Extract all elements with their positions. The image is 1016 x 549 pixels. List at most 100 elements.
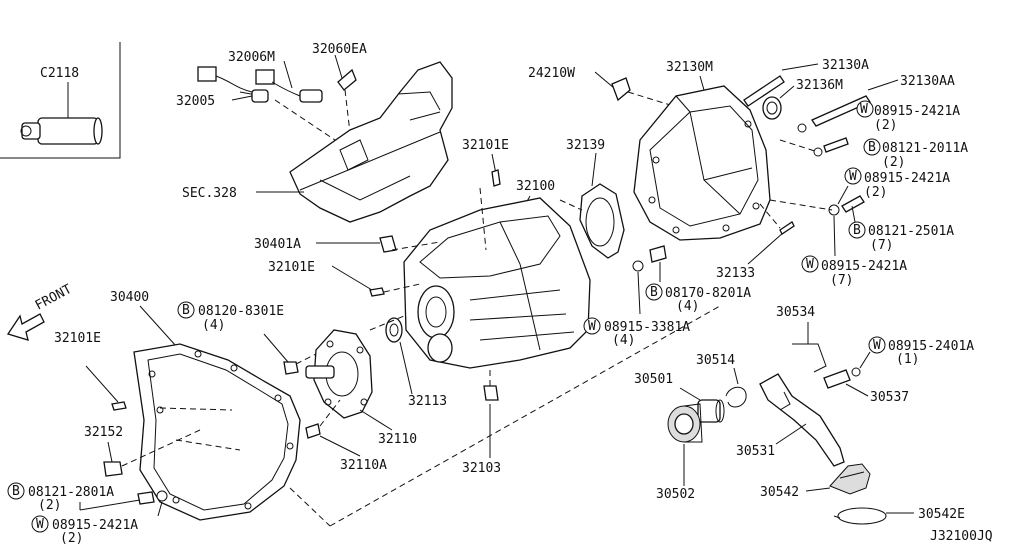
callout-b2-number: 08121-2501A <box>868 224 954 239</box>
callout-b4-number: 08120-8301E <box>198 304 284 319</box>
label-30400: 30400 <box>110 290 149 305</box>
callout-w3-symbol: W <box>806 257 814 272</box>
callout-w1-qty: (2) <box>874 118 897 133</box>
callout-b4-symbol: B <box>182 303 190 318</box>
callout-w2-qty: (2) <box>864 185 887 200</box>
label-32006m: 32006M <box>228 50 275 65</box>
switch-32006m-icon <box>197 66 323 103</box>
c2118-tool-icon <box>20 117 103 145</box>
plug-32103-icon <box>483 385 499 401</box>
callout-b2-symbol: B <box>853 223 861 238</box>
label-30531: 30531 <box>736 444 775 459</box>
transmission-case-32100 <box>403 197 591 369</box>
callout-w6-number: 08915-2421A <box>52 518 138 533</box>
label-30501: 30501 <box>634 372 673 387</box>
callout-washer-1: W 08915-2421A (2) <box>856 100 960 133</box>
callout-w5-qty: (1) <box>896 352 919 367</box>
callout-bolt-1: B 08121-2011A (2) <box>863 138 968 170</box>
callout-w3-qty: (7) <box>830 273 853 288</box>
label-30502: 30502 <box>656 487 695 502</box>
bolt-32152-icon <box>103 461 123 477</box>
bolt-08120-8301e-icon <box>283 361 299 375</box>
callout-w3-number: 08915-2421A <box>821 259 907 274</box>
label-32005: 32005 <box>176 94 215 109</box>
label-30401a: 30401A <box>254 237 301 252</box>
label-32101e-a: 32101E <box>462 138 509 153</box>
release-lever-30531 <box>759 373 845 467</box>
label-30542: 30542 <box>760 485 799 500</box>
callout-b4-qty: (4) <box>202 318 225 333</box>
callout-w2-symbol: W <box>849 169 857 184</box>
callout-w4-number: 08915-3381A <box>604 320 690 335</box>
gasket-32139-icon <box>579 183 625 259</box>
callout-b3-number: 08170-8201A <box>665 286 751 301</box>
callout-bolt-2: B 08121-2501A (7) <box>848 221 954 253</box>
label-32110: 32110 <box>378 432 417 447</box>
label-32133: 32133 <box>716 266 755 281</box>
inset-panel: C2118 <box>0 42 121 159</box>
clip-32060ea-icon <box>337 68 357 91</box>
label-32110a: 32110A <box>340 458 387 473</box>
label-32130a: 32130A <box>822 58 869 73</box>
callout-w4-qty: (4) <box>612 333 635 348</box>
label-24210w: 24210W <box>528 66 575 81</box>
label-32100: 32100 <box>516 179 555 194</box>
label-32136m: 32136M <box>796 78 843 93</box>
callout-w5-number: 08915-2401A <box>888 339 974 354</box>
front-label: FRONT <box>33 282 75 314</box>
callout-bolt-4: B 08120-8301E (4) <box>177 301 284 333</box>
label-32103: 32103 <box>462 461 501 476</box>
callout-b5-symbol: B <box>12 484 20 499</box>
callout-washer-6: W 08915-2421A (2) <box>31 515 138 546</box>
spring-30534-icon <box>792 343 827 373</box>
callout-w6-symbol: W <box>36 517 44 532</box>
inset-label: C2118 <box>40 66 79 81</box>
label-32060ea: 32060EA <box>312 42 367 57</box>
dowel-32101e-b-icon <box>369 287 385 297</box>
callout-b1-qty: (2) <box>882 155 905 170</box>
callout-w4-symbol: W <box>588 319 596 334</box>
front-cover-32110 <box>305 329 373 419</box>
shift-cover-assembly <box>289 61 453 223</box>
release-bearing-30502-icon <box>667 403 703 443</box>
pin-32133-icon <box>779 221 795 235</box>
callout-b5-qty: (2) <box>38 498 61 513</box>
label-32139: 32139 <box>566 138 605 153</box>
callout-washer-2: W 08915-2421A (2) <box>844 167 950 200</box>
clip-30514-icon <box>725 386 747 408</box>
seal-32136m-icon <box>762 96 782 120</box>
clutch-housing-30400 <box>133 343 301 521</box>
callout-b1-number: 08121-2011A <box>882 141 968 156</box>
label-30514: 30514 <box>696 353 735 368</box>
callout-w1-symbol: W <box>860 102 868 117</box>
pivot-30537-icon <box>823 369 851 389</box>
label-32101e-c: 32101E <box>54 331 101 346</box>
seal-32113-icon <box>385 317 403 343</box>
front-arrow-icon <box>6 313 45 341</box>
bolt-08170-8201a-icon <box>649 245 667 263</box>
bolt-08121-2801a-icon <box>137 491 155 505</box>
bolt-08121-2501a-icon <box>841 195 865 213</box>
bolt-32130a-icon <box>743 75 785 107</box>
label-32113: 32113 <box>408 394 447 409</box>
callout-w6-qty: (2) <box>60 531 83 544</box>
extension-housing <box>633 85 771 241</box>
stud-32130aa-icon <box>811 95 871 127</box>
callout-washer-4: W 08915-3381A (4) <box>583 317 690 348</box>
bolt-32110a-icon <box>305 423 321 439</box>
boot-30542-icon <box>829 463 871 495</box>
clip-24210w-icon <box>611 77 631 102</box>
dowel-32101e-c-icon <box>111 401 127 411</box>
section-ref: SEC.328 <box>182 186 237 201</box>
label-32130aa: 32130AA <box>900 74 955 89</box>
callout-b1-symbol: B <box>868 140 876 155</box>
callout-b3-symbol: B <box>650 285 658 300</box>
label-32152: 32152 <box>84 425 123 440</box>
diagram-code: J32100JQ <box>930 529 993 544</box>
callout-washer-5: W 08915-2401A (1) <box>868 336 974 367</box>
callout-bolt-5: B 08121-2801A (2) <box>7 482 114 513</box>
callout-b2-qty: (7) <box>870 238 893 253</box>
plug-30401a-icon <box>379 235 397 253</box>
